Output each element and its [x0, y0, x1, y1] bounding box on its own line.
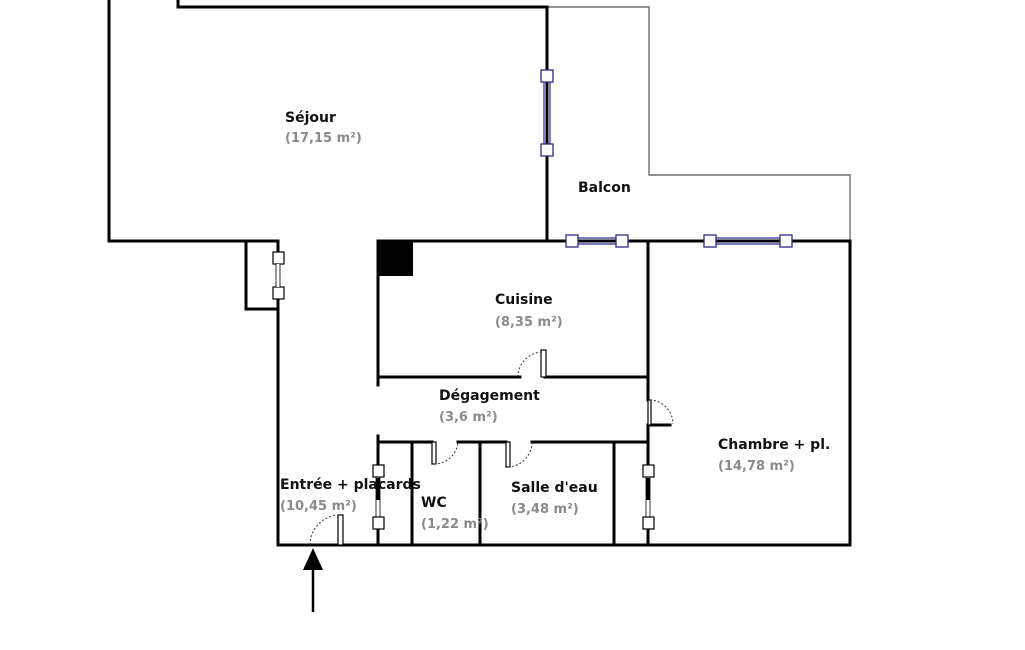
opening-placard-chambre [642, 464, 655, 530]
door-salle-eau [505, 441, 533, 468]
room-area-sejour: (17,15 m²) [285, 131, 362, 146]
room-area-wc: (1,22 m²) [421, 517, 489, 532]
room-area-salle-eau: (3,48 m²) [511, 502, 579, 517]
room-name-cuisine: Cuisine [495, 292, 553, 308]
room-area-degagement: (3,6 m²) [439, 410, 498, 425]
window-sejour [540, 69, 554, 157]
room-area-cuisine: (8,35 m²) [495, 315, 563, 330]
window-chambre [703, 234, 793, 248]
window-cuisine [565, 234, 629, 248]
walls [107, 0, 852, 547]
door-wc [431, 441, 459, 465]
room-name-degagement: Dégagement [439, 388, 540, 404]
door-chambre [647, 399, 674, 426]
room-area-chambre: (14,78 m²) [718, 459, 795, 474]
kitchen-duct [378, 241, 413, 276]
room-name-chambre: Chambre + pl. [718, 437, 830, 453]
balcony-outline [547, 6, 851, 241]
room-name-salle-eau: Salle d'eau [511, 480, 598, 496]
door-cuisine [517, 349, 547, 378]
room-name-balcon: Balcon [578, 180, 631, 196]
room-name-sejour: Séjour [285, 110, 336, 126]
opening-placard-entree [372, 464, 385, 530]
room-name-wc: WC [421, 495, 447, 511]
opening-entree-left [272, 251, 285, 300]
room-name-entree: Entrée + placards [280, 477, 421, 493]
entrance-arrow-icon [303, 548, 323, 612]
door-entree [309, 514, 344, 546]
room-area-entree: (10,45 m²) [280, 499, 357, 514]
